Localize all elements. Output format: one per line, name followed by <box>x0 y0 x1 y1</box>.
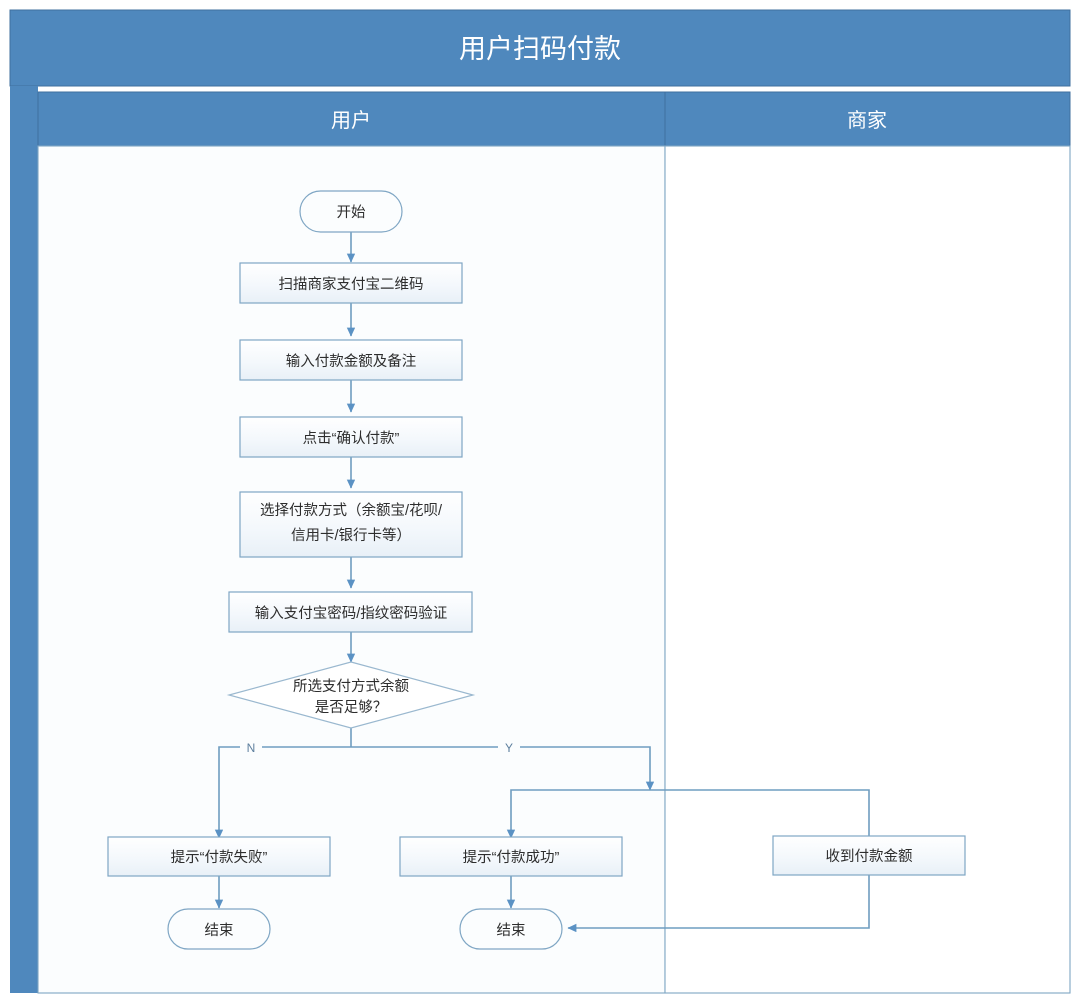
connector-layer: N Y <box>214 232 870 933</box>
node-balance-decision-label-line1: 所选支付方式余额 <box>293 677 409 695</box>
pool-title-bar <box>9 9 1071 87</box>
connector-yes-to-received <box>650 789 870 836</box>
node-balance-decision[interactable]: 所选支付方式余额 是否足够？ <box>226 661 476 729</box>
node-confirm-payment-label: 点击“确认付款” <box>303 430 400 447</box>
node-payment-failed[interactable]: 提示“付款失败” <box>107 836 331 877</box>
node-end-fail-label: 结束 <box>205 922 234 939</box>
node-scan-qr-label: 扫描商家支付宝二维码 <box>279 276 424 293</box>
node-start-label: 开始 <box>337 204 366 221</box>
node-end-ok-label: 结束 <box>497 922 526 939</box>
lane-label-merchant: 商家 <box>847 109 887 132</box>
node-balance-decision-label-line2: 是否足够？ <box>315 699 388 716</box>
node-select-method-shape[interactable] <box>239 491 463 558</box>
node-enter-amount-label: 输入付款金额及备注 <box>286 353 417 370</box>
node-payment-success-label: 提示“付款成功” <box>463 849 560 866</box>
node-enter-amount[interactable]: 输入付款金额及备注 <box>239 339 463 381</box>
node-scan-qr[interactable]: 扫描商家支付宝二维码 <box>239 262 463 304</box>
node-select-method-label-line1: 选择付款方式（余额宝/花呗/ <box>260 501 443 519</box>
node-layer: 开始 扫描商家支付宝二维码 输入付款金额及备注 点击“确认付款” 选择付款方式（… <box>107 190 966 950</box>
node-verify-password-shape[interactable] <box>228 591 473 633</box>
node-scan-qr-shape[interactable] <box>239 262 463 304</box>
pool-left-band <box>10 86 38 993</box>
node-payment-success-shape[interactable] <box>399 836 623 877</box>
lane-header-merchant <box>664 91 1071 147</box>
node-start[interactable]: 开始 <box>299 190 403 233</box>
node-confirm-payment-shape[interactable] <box>239 416 463 458</box>
node-verify-password[interactable]: 输入支付宝密码/指纹密码验证 <box>228 591 473 633</box>
lane-label-user: 用户 <box>331 109 371 132</box>
node-received-amount-shape[interactable] <box>772 835 966 876</box>
node-confirm-payment[interactable]: 点击“确认付款” <box>239 416 463 458</box>
node-select-method-label-line2: 信用卡/银行卡等） <box>291 526 411 544</box>
node-end-fail[interactable]: 结束 <box>167 908 271 950</box>
node-payment-failed-label: 提示“付款失败” <box>171 849 268 866</box>
node-received-amount-label: 收到付款金额 <box>826 848 913 865</box>
node-enter-amount-shape[interactable] <box>239 339 463 381</box>
edge-label-no-bg <box>240 739 262 755</box>
node-end-fail-shape[interactable] <box>167 908 271 950</box>
edge-label-yes: Y <box>505 741 513 755</box>
node-payment-success[interactable]: 提示“付款成功” <box>399 836 623 877</box>
node-balance-decision-shape[interactable] <box>226 661 476 729</box>
edge-label-no: N <box>247 741 256 755</box>
node-verify-password-label: 输入支付宝密码/指纹密码验证 <box>255 605 448 622</box>
node-select-method[interactable]: 选择付款方式（余额宝/花呗/ 信用卡/银行卡等） <box>239 491 463 558</box>
edge-label-yes-bg <box>498 739 520 755</box>
node-payment-failed-shape[interactable] <box>107 836 331 877</box>
connector-decision-yes <box>351 746 655 791</box>
node-end-ok-shape[interactable] <box>459 908 563 950</box>
connector-decision-no <box>214 746 351 839</box>
connector-yes-to-success <box>506 789 650 839</box>
node-end-ok[interactable]: 结束 <box>459 908 563 950</box>
node-start-shape[interactable] <box>299 190 403 233</box>
node-received-amount[interactable]: 收到付款金额 <box>772 835 966 876</box>
connector-received-to-end <box>567 875 870 933</box>
pool-title: 用户扫码付款 <box>459 34 621 64</box>
